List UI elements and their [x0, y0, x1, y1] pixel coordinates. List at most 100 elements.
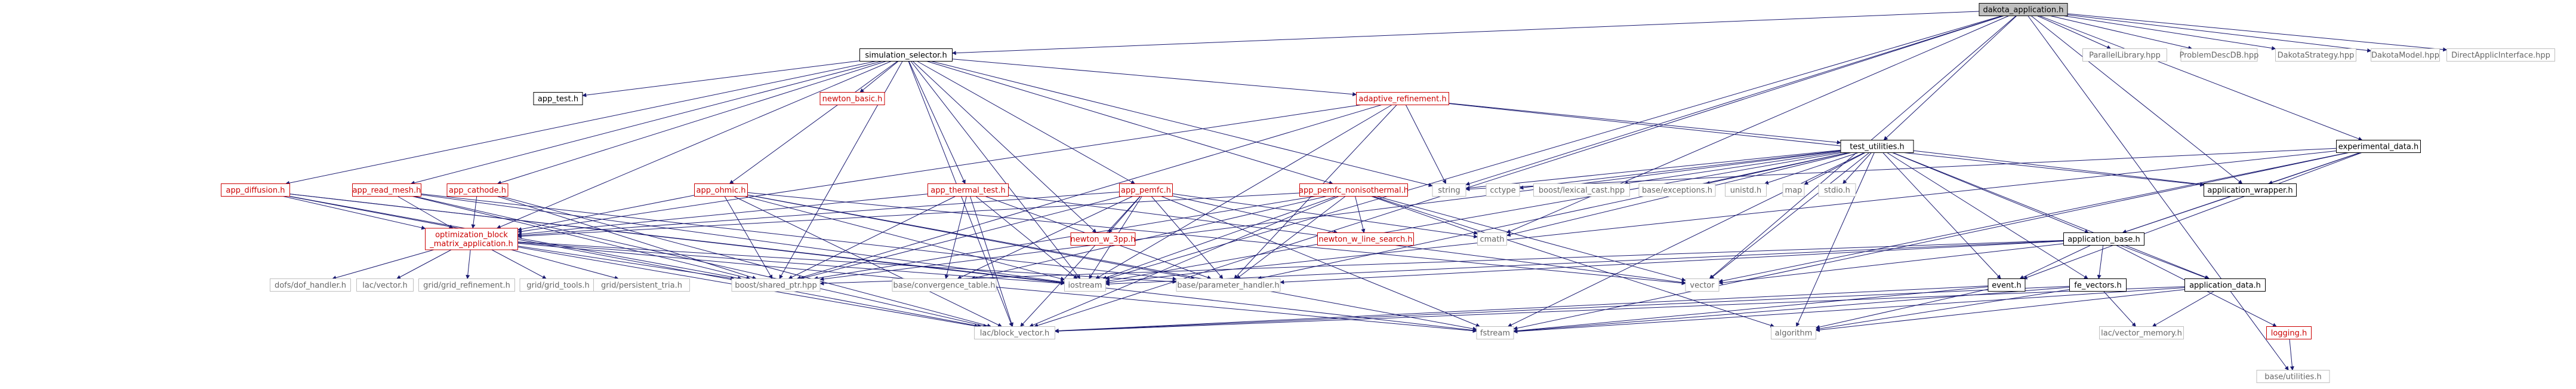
node-box: [425, 228, 518, 250]
node-box: [1725, 183, 1767, 197]
node-label: map: [1785, 186, 1802, 195]
edge-simulation_selector-to-newton_basic: [859, 61, 899, 93]
node-label: fe_vectors.h: [2074, 281, 2121, 290]
node-grid-refinement[interactable]: grid/grid_refinement.h: [418, 278, 515, 292]
node-iostream[interactable]: iostream: [1064, 278, 1106, 292]
node-app-test[interactable]: app_test.h: [533, 92, 583, 105]
edge-dakota_application-to-parallel_library: [2037, 16, 2112, 50]
node-app-diffusion[interactable]: app_diffusion.h: [221, 183, 290, 197]
node-label: logging.h: [2271, 329, 2307, 338]
edge-app_pemfc_nonisothermal-to-iostream: [1102, 196, 1336, 280]
node-algorithm[interactable]: algorithm: [1771, 326, 1816, 339]
node-newton-3pp[interactable]: newton_w_3pp.h: [1070, 232, 1136, 246]
edge-optimization_block-to-lac_vector: [396, 249, 452, 279]
node-grid-persistent[interactable]: grid/persistent_tria.h: [593, 278, 690, 292]
node-optimization-block[interactable]: optimization_block_matrix_application.h: [425, 228, 518, 250]
node-adaptive-refinement[interactable]: adaptive_refinement.h: [1356, 92, 1449, 105]
node-label: event.h: [1992, 281, 2021, 290]
node-lac-vector[interactable]: lac/vector.h: [356, 278, 414, 292]
node-unistd[interactable]: unistd.h: [1725, 183, 1767, 197]
node-shared-ptr[interactable]: boost/shared_ptr.hpp: [731, 278, 821, 292]
node-dakota-model[interactable]: DakotaModel.hpp: [2371, 48, 2440, 62]
edge-app_thermal_test-to-block_vector: [969, 196, 1013, 327]
node-app-read-mesh[interactable]: app_read_mesh.h: [352, 183, 421, 197]
edge-experimental_data-to-fstream: [1513, 152, 2349, 330]
node-box: [418, 278, 515, 292]
node-app-thermal-test[interactable]: app_thermal_test.h: [928, 183, 1009, 197]
node-newton-line-search[interactable]: newton_w_line_search.h: [1317, 232, 1414, 246]
edge-app_pemfc_nonisothermal-to-block_vector: [1029, 196, 1339, 327]
node-box: [2336, 140, 2421, 153]
node-app-cathode[interactable]: app_cathode.h: [446, 183, 509, 197]
node-box: [2099, 326, 2184, 339]
node-vector[interactable]: vector: [1685, 278, 1720, 292]
edge-application_base-to-iostream: [1105, 240, 2064, 286]
node-cctype[interactable]: cctype: [1486, 183, 1520, 197]
node-string[interactable]: string: [1432, 183, 1466, 197]
node-test-utilities[interactable]: test_utilities.h: [1840, 140, 1914, 153]
edge-fe_vectors-to-block_vector: [1054, 286, 2070, 333]
node-label: app_diffusion.h: [226, 186, 285, 195]
node-event[interactable]: event.h: [1988, 278, 2026, 292]
node-box: [2371, 48, 2440, 62]
node-fe-vectors[interactable]: fe_vectors.h: [2069, 278, 2127, 292]
node-box: [2266, 326, 2312, 339]
edge-dakota_application-to-iostream: [1105, 16, 2002, 280]
node-base-utilities[interactable]: base/utilities.h: [2256, 370, 2330, 383]
node-parameter-handler[interactable]: base/parameter_handler.h: [1176, 278, 1281, 292]
node-convergence-table[interactable]: base/convergence_table.h: [892, 278, 997, 292]
node-label: newton_w_3pp.h: [1071, 235, 1136, 244]
node-application-data[interactable]: application_data.h: [2184, 278, 2266, 292]
node-grid-tools[interactable]: grid/grid_tools.h: [519, 278, 597, 292]
node-block-vector[interactable]: lac/block_vector.h: [974, 326, 1055, 339]
node-base-exceptions[interactable]: base/exceptions.h: [1638, 183, 1716, 197]
edge-simulation_selector-to-app_pemfc: [917, 61, 1135, 184]
node-parallel-library[interactable]: ParallelLibrary.hpp: [2082, 48, 2167, 62]
edge-app_pemfc-to-fstream: [1161, 196, 1480, 327]
node-app-pemfc[interactable]: app_pemfc.h: [1119, 183, 1173, 197]
node-experimental-data[interactable]: experimental_data.h: [2336, 140, 2421, 153]
edge-adaptive_refinement-to-test_utilities: [1449, 103, 1841, 145]
edge-test_utilities-to-iostream: [1105, 152, 1842, 283]
node-app-pemfc-nonisothermal[interactable]: app_pemfc_nonisothermal.h: [1299, 183, 1409, 197]
node-box: [1477, 232, 1507, 246]
node-label: app_pemfc.h: [1121, 186, 1171, 195]
node-label: dakota_application.h: [1983, 6, 2064, 15]
edge-simulation_selector-to-app_ohmic: [729, 61, 898, 184]
node-simulation-selector[interactable]: simulation_selector.h: [859, 48, 953, 62]
edge-dakota_application-to-problem_desc_db: [2050, 16, 2193, 50]
edge-dakota_application-to-simulation_selector: [951, 11, 1980, 56]
node-app-ohmic[interactable]: app_ohmic.h: [694, 183, 748, 197]
node-fstream[interactable]: fstream: [1476, 326, 1514, 339]
node-vector-memory[interactable]: lac/vector_memory.h: [2099, 326, 2184, 339]
edge-app_pemfc_nonisothermal-to-cmath: [1371, 196, 1478, 235]
node-application-wrapper[interactable]: application_wrapper.h: [2204, 183, 2297, 197]
node-direct-appl-interface[interactable]: DirectApplicInterface.hpp: [2446, 48, 2555, 62]
node-map[interactable]: map: [1782, 183, 1805, 197]
node-box: [1356, 92, 1449, 105]
node-dakota-application[interactable]: dakota_application.h: [1979, 3, 2068, 16]
edges-layer: [283, 11, 2448, 371]
edge-dakota_application-to-experimental_data: [2039, 16, 2363, 141]
node-stdio[interactable]: stdio.h: [1818, 183, 1856, 197]
edge-app_pemfc_nonisothermal-to-algorithm: [1373, 196, 1775, 327]
node-dofs-handler[interactable]: dofs/dof_handler.h: [270, 278, 351, 292]
edge-experimental_data-to-iostream: [1105, 151, 2337, 285]
edge-optimization_block-to-parameter_handler: [517, 241, 1177, 284]
node-problem-desc-db[interactable]: ProblemDescDB.hpp: [2180, 48, 2259, 62]
node-dakota-strategy[interactable]: DakotaStrategy.hpp: [2275, 48, 2356, 62]
node-cmath[interactable]: cmath: [1477, 232, 1507, 246]
edge-simulation_selector-to-app_read_mesh: [410, 61, 882, 185]
node-label: base/exceptions.h: [1642, 186, 1712, 195]
node-logging[interactable]: logging.h: [2266, 326, 2312, 339]
node-box: [1064, 278, 1106, 292]
edge-app_diffusion-to-block_vector: [288, 196, 982, 328]
edge-test_utilities-to-unistd: [1764, 152, 1859, 185]
node-lexical-cast[interactable]: boost/lexical_cast.hpp: [1533, 183, 1630, 197]
node-newton-basic[interactable]: newton_basic.h: [819, 92, 885, 105]
node-application-base[interactable]: application_base.h: [2063, 232, 2144, 246]
node-box: [1533, 183, 1630, 197]
edge-simulation_selector-to-optimization_block: [496, 61, 892, 229]
node-label: DakotaModel.hpp: [2371, 51, 2439, 60]
